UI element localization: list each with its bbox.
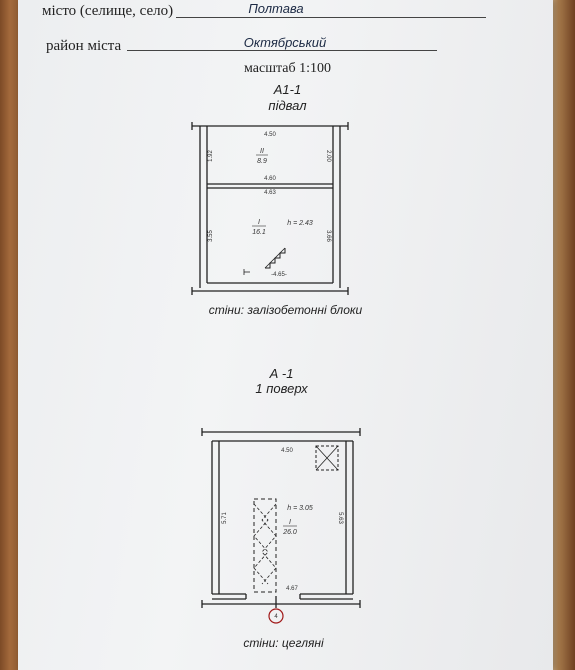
basement-dim-right-small: 2.00 <box>325 150 331 162</box>
basement-subtitle: підвал <box>268 98 307 113</box>
basement-dim-right-big: 3.66 <box>325 230 331 242</box>
district-value: Октябрський <box>243 35 327 50</box>
city-value: Полтава <box>248 1 304 16</box>
basement-room1-area: 16.1 <box>252 229 266 236</box>
district-underline <box>127 50 437 51</box>
floor1-dim-left: 5.71 <box>222 512 228 524</box>
floor1-dim-bottom: 4.67 <box>286 586 298 592</box>
entry-marker-number: 4 <box>274 614 278 620</box>
basement-dim-left-small: 1.92 <box>208 150 214 162</box>
basement-title: А1-1 <box>273 82 302 97</box>
basement-dim-mid2: 4.63 <box>264 190 276 196</box>
basement-walls-caption: стіни: залізобетонні блоки <box>208 303 363 317</box>
district-label: район міста <box>46 38 122 54</box>
basement-dim-top: 4.50 <box>264 132 276 138</box>
floor1-dim-top: 4.50 <box>281 448 293 454</box>
basement-dim-left-big: 3.55 <box>208 230 214 242</box>
city-underline <box>176 17 486 18</box>
basement-dim-bottom: -4.65- <box>271 272 287 278</box>
table-surface-left <box>0 0 22 670</box>
basement-height: h = 2.43 <box>287 220 313 227</box>
floor1-title: А -1 <box>269 366 294 381</box>
floor1-dim-right: 5.63 <box>337 512 343 524</box>
floor1-height: h = 3.05 <box>287 505 313 512</box>
basement-plan <box>191 122 349 295</box>
scale-text: масштаб 1:100 <box>244 61 331 76</box>
floor1-subtitle: 1 поверх <box>255 381 308 396</box>
table-surface-right <box>551 0 575 670</box>
basement-room2-num: II <box>260 148 264 155</box>
entry-marker-circle <box>268 608 284 624</box>
basement-dim-mid: 4.60 <box>264 176 276 182</box>
floor1-walls-caption: стіни: цегляні <box>243 636 324 650</box>
document-sheet <box>18 0 553 670</box>
floor1-plan <box>201 428 361 608</box>
floor1-room-num: I <box>289 519 291 526</box>
floor1-room-area: 26.0 <box>282 529 297 536</box>
basement-room2-area: 8.9 <box>257 158 267 165</box>
city-label: місто (селище, село) <box>42 3 174 19</box>
basement-room1-num: I <box>258 219 260 226</box>
